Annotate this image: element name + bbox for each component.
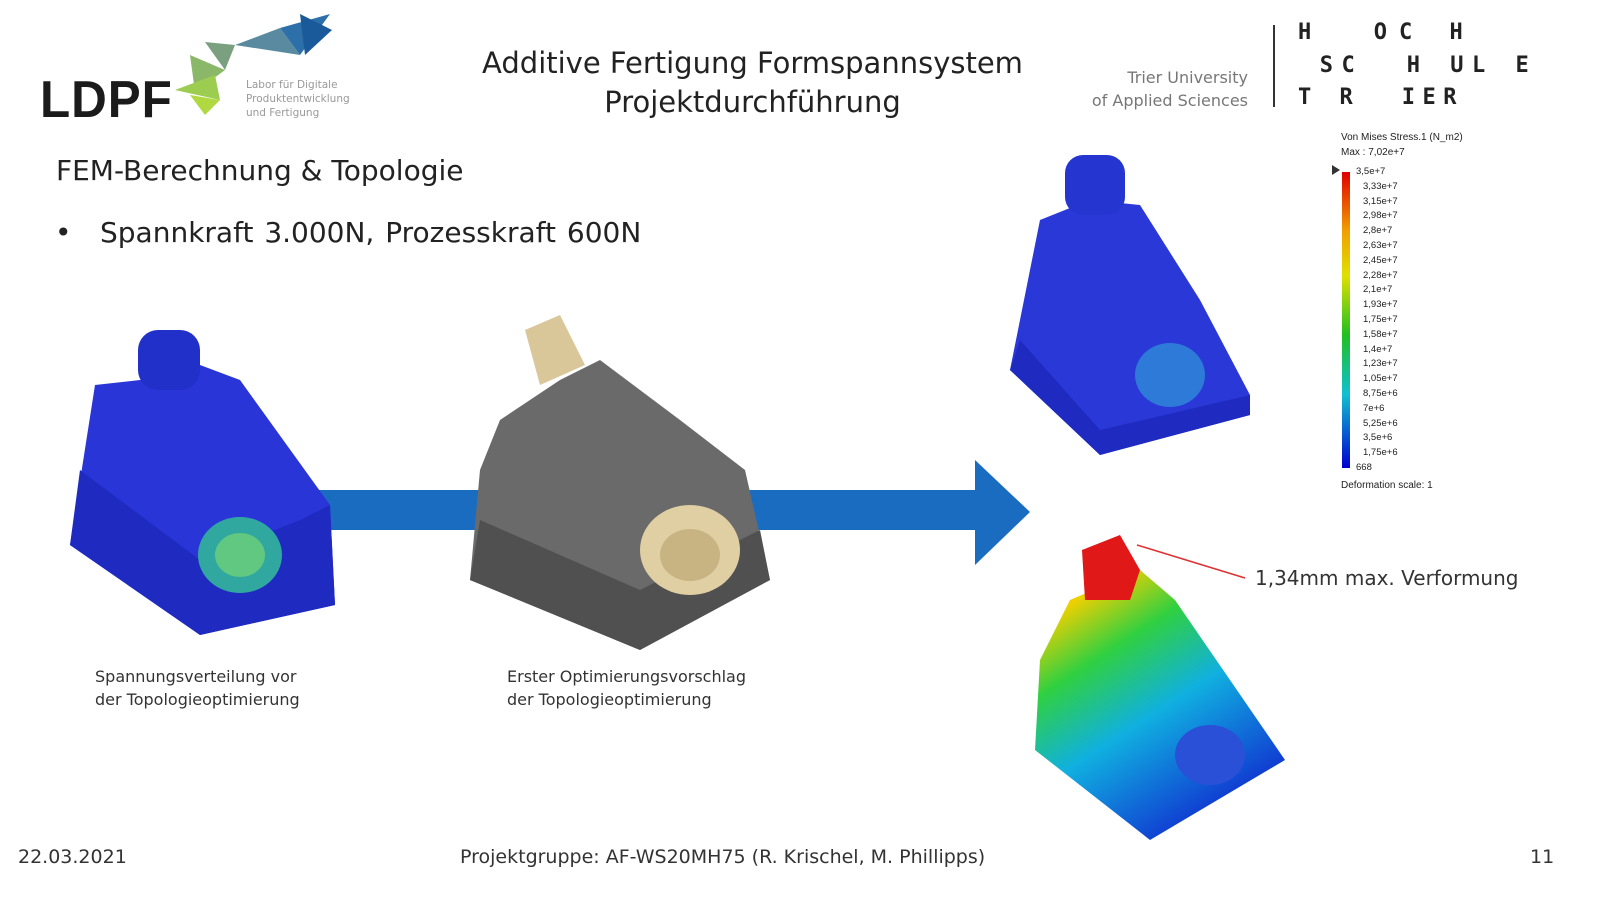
legend-tick-label: 2,1e+7 [1363,284,1393,296]
legend-tick-label: 2,63e+7 [1363,240,1398,251]
bullet-marker: • [55,216,72,249]
legend-tick-label: 2,98e+7 [1363,210,1398,222]
university-name: Trier University of Applied Sciences [1092,66,1248,112]
legend-tick-label: 2,45e+7 [1363,254,1398,266]
bullet-text: Spannkraft 3.000N, Prozesskraft 600N [100,216,642,249]
page-number: 11 [1530,846,1555,868]
legend-tick-label: 668 [1356,462,1372,473]
legend-tick-label: 3,33e+7 [1363,180,1398,192]
ldpf-logo-mark [175,14,332,115]
hochschule-logo-row: T R IER [1298,85,1464,110]
legend-tick-label: 1,4e+7 [1363,343,1393,355]
legend-tick-label: 1,23e+7 [1363,358,1398,370]
caption-line: Spannungsverteilung vor [95,667,297,686]
legend-tick-label: 1,58e+7 [1363,328,1398,340]
legend-title: Von Mises Stress.1 (N_m2) [1341,132,1463,143]
legend-max: Max : 7,02e+7 [1341,147,1405,158]
section-heading: FEM-Berechnung & Topologie [56,154,464,187]
logo-subtitle-line: und Fertigung [246,107,320,119]
legend-tick-label: 3,5e+6 [1363,432,1393,444]
legend-tick-label: 1,75e+6 [1363,447,1398,459]
caption-left: Spannungsverteilung vor der Topologieopt… [95,665,300,711]
university-line: of Applied Sciences [1091,91,1248,110]
title-line: Additive Fertigung Formspannsystem [482,46,1023,80]
hochschule-logo-row: H OC H [1298,20,1475,45]
logo-subtitle-line: Labor für Digitale [246,79,338,91]
legend-tick-label: 1,93e+7 [1363,299,1398,311]
university-line: Trier University [1127,68,1248,87]
model-topology-optimized [470,315,770,650]
hochschule-logo-row: SC H UL E [1298,53,1538,78]
legend-tick-label: 3,15e+7 [1363,195,1398,207]
model-deformation [1035,535,1285,840]
caption-line: der Topologieoptimierung [95,690,300,709]
annotation-leader-line [1136,544,1246,579]
legend-tick-label: 3,5e+7 [1356,166,1386,177]
footer-project-group: Projektgruppe: AF-WS20MH75 (R. Krischel,… [460,846,986,868]
title-line: Projektdurchführung [604,85,901,119]
logo-subtitle-line: Produktentwicklung [246,93,350,105]
caption-line: Erster Optimierungsvorschlag [507,667,747,686]
slide-title: Additive Fertigung Formspannsystem Proje… [430,44,1075,122]
legend-tick-label: 5,25e+6 [1363,417,1398,429]
legend-deformation-scale: Deformation scale: 1 [1341,480,1433,491]
deformation-annotation: 1,34mm max. Verformung [1255,566,1519,590]
legend-tick-label: 7e+6 [1363,402,1385,414]
legend-tick-label: 2,28e+7 [1363,269,1398,281]
model-stress-optimized [1010,155,1250,455]
legend-tick-label: 8,75e+6 [1363,388,1398,399]
legend-tick-label: 1,75e+7 [1363,314,1398,325]
stress-colorbar [1332,165,1350,468]
caption-middle: Erster Optimierungsvorschlag der Topolog… [507,665,746,711]
ldpf-logo-text: LDPF [40,71,173,129]
ldpf-logo-subtitle: Labor für Digitale Produktentwicklung un… [246,78,350,120]
header-divider [1273,25,1275,107]
model-stress-before [70,330,335,635]
footer-date: 22.03.2021 [18,846,127,868]
legend-tick-label: 2,8e+7 [1363,225,1393,237]
caption-line: der Topologieoptimierung [507,690,712,709]
legend-tick-label: 1,05e+7 [1363,373,1398,385]
